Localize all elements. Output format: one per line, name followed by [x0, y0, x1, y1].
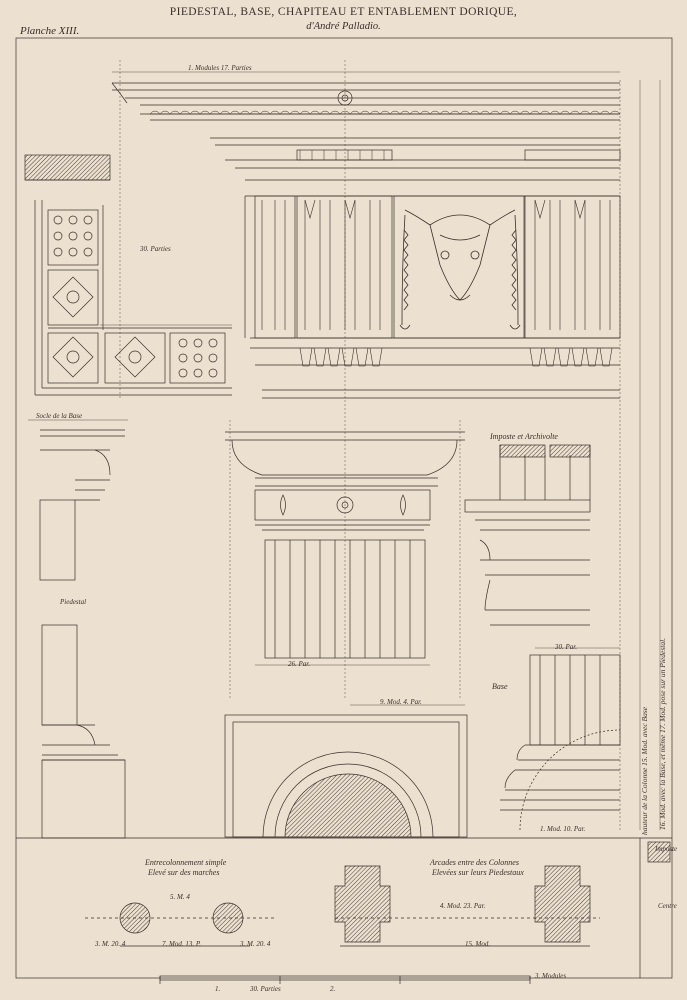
label-imposte-small: Imposte: [655, 845, 678, 853]
label-parties: 30. Parties: [140, 245, 171, 253]
imposte-archivolte: [464, 444, 591, 626]
soffit-plan: [24, 154, 232, 396]
scale-label-parts: 30. Parties: [250, 985, 281, 993]
dimension-base-col: 30. Par.: [555, 643, 577, 651]
label-piedestal: Piedestal: [60, 598, 87, 606]
label-centre: Centre: [658, 902, 677, 910]
scale-label-1: 1.: [215, 985, 221, 993]
entablature: [111, 82, 621, 399]
plate-subtitle: d'André Palladio.: [306, 21, 381, 32]
label-entrecol-1: Entrecolonnement simple: [145, 858, 227, 867]
note-column-height-1: hauteur de la Colonne 15. Mod. avec Base: [640, 706, 649, 835]
label-imposte: Imposte et Archivolte: [490, 432, 558, 441]
scale-bar: [159, 975, 531, 984]
archway-section: [224, 714, 468, 838]
note-column-height-2: 16. Mod. avec la Base, et même 17. Mod. …: [658, 637, 667, 830]
label-arcade-2: Elevées sur leurs Piedestaux: [432, 868, 524, 877]
scale-label-2: 2.: [330, 985, 336, 993]
bucranium-ornament: [399, 209, 521, 330]
socle-profile: [39, 429, 125, 581]
dimension-entrecol: 5. M. 4: [170, 893, 190, 901]
dimension-module-top: 1. Modules 17. Parties: [188, 64, 252, 72]
dimension-column: 26. Par.: [288, 660, 310, 668]
dimension-archway: 9. Mod. 4. Par.: [380, 698, 422, 706]
plate-number: Planche XIII.: [20, 25, 80, 37]
plan-entrecolonnement: [85, 902, 275, 947]
dimension-entrecol-left: 3. M. 20. 4: [95, 940, 126, 948]
label-base: Base: [492, 682, 508, 691]
plate-title: PIEDESTAL, BASE, CHAPITEAU ET ENTABLEMEN…: [169, 6, 518, 18]
label-socle: Socle de la Base: [36, 412, 83, 420]
dimension-arcade: 4. Mod. 23. Par.: [440, 902, 486, 910]
plate-border: [15, 37, 673, 979]
column-base: [500, 654, 621, 831]
dimension-arcade-total: 15. Mod.: [465, 940, 491, 948]
label-arcade-1: Arcades entre des Colonnes: [430, 858, 519, 867]
label-entrecol-2: Elevé sur des marches: [148, 868, 220, 877]
scale-label-modules: 3. Modules: [535, 972, 567, 980]
dimension-entrecol-right: 3. M. 20. 4: [240, 940, 271, 948]
piedestal-profile: [41, 624, 126, 839]
dimension-base-width: 1. Mod. 10. Par.: [540, 825, 586, 833]
plan-arcade: [334, 865, 600, 947]
dimension-entrecol-mid: 7. Mod. 13. P.: [162, 940, 201, 948]
